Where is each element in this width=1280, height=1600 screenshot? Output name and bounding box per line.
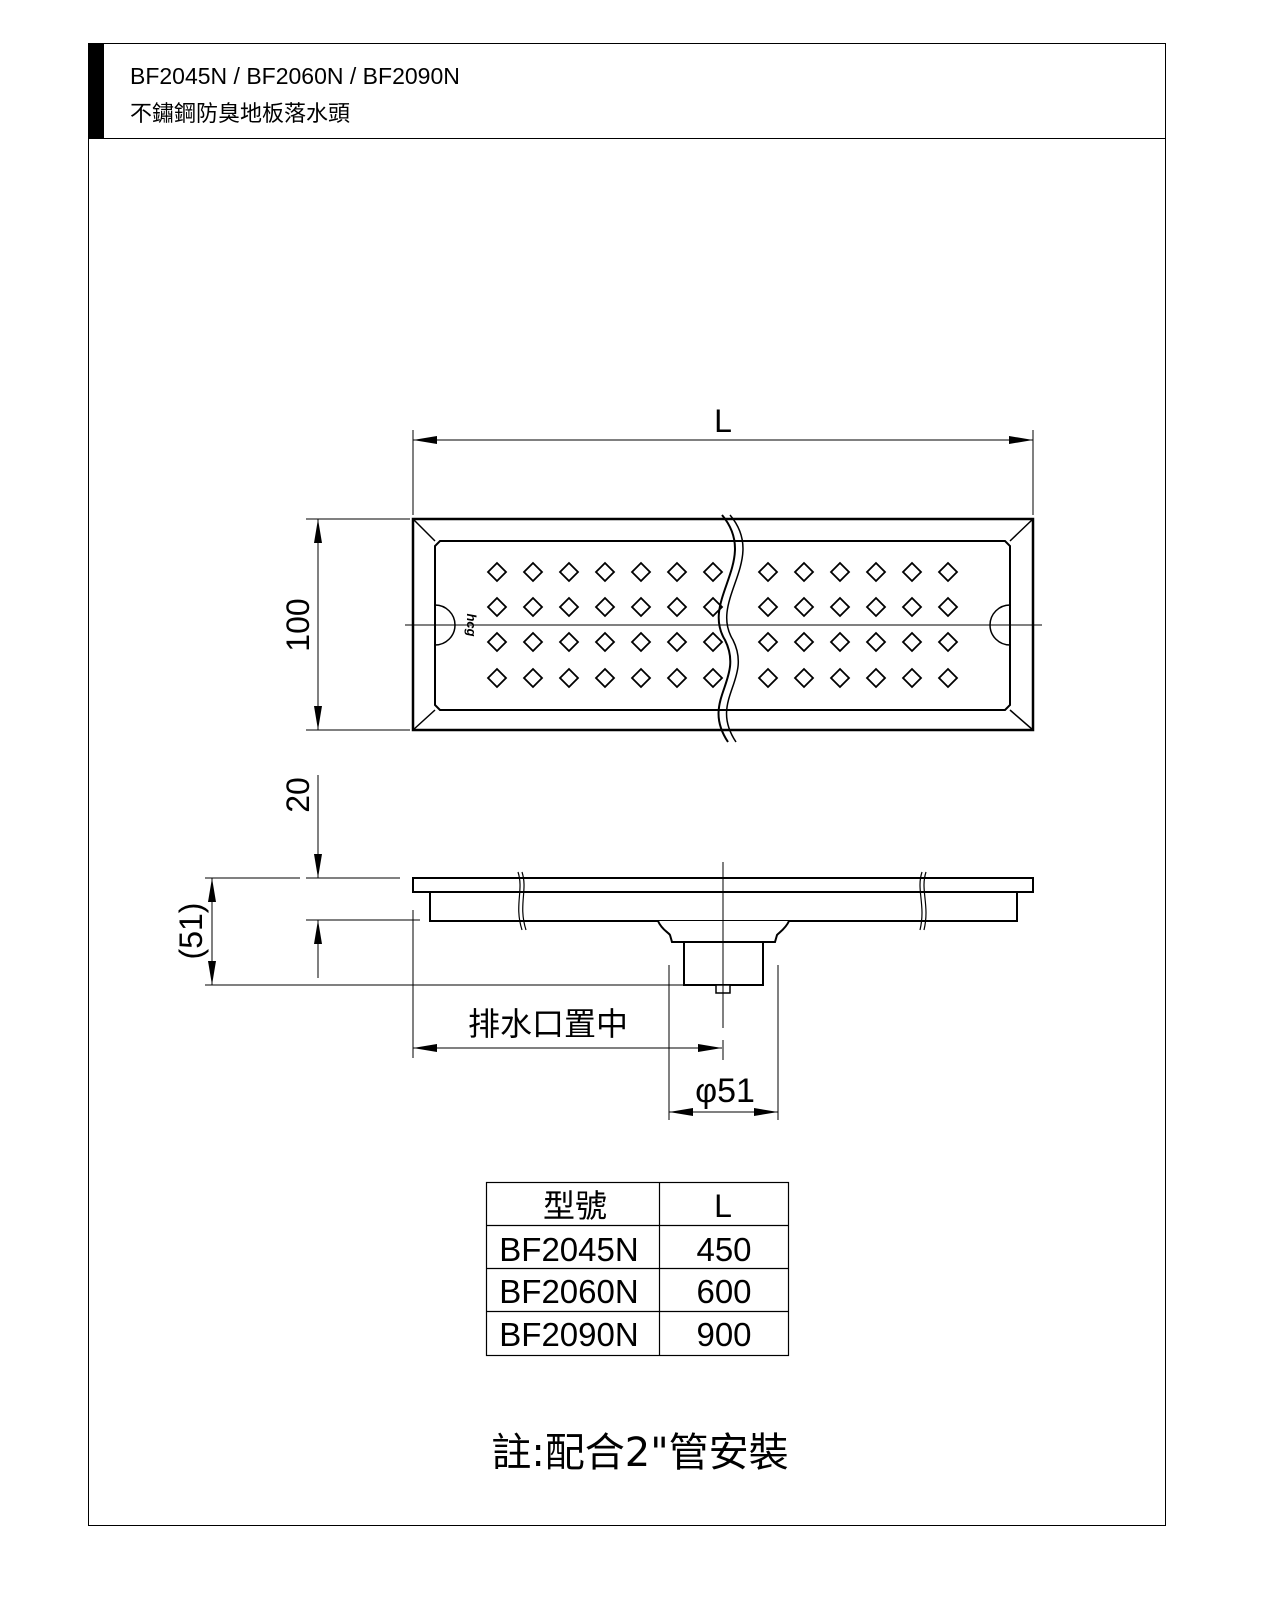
diamond-hole [486, 561, 508, 583]
diamond-hole [522, 596, 544, 618]
diamond-hole [702, 667, 724, 689]
diamond-hole [486, 631, 508, 653]
table-header-model: 型號 [543, 1187, 607, 1225]
diamond-hole [594, 631, 616, 653]
table-cell-length: 900 [696, 1316, 751, 1353]
depth-label: 20 [280, 777, 316, 813]
pipe-diameter-label: φ51 [695, 1072, 755, 1110]
table-cell-length: 600 [696, 1273, 751, 1310]
diamond-hole [702, 631, 724, 653]
diamond-hole [937, 667, 959, 689]
installation-note: 註:配合2"管安裝 [491, 1430, 788, 1476]
diamond-hole [793, 561, 815, 583]
diamond-hole [594, 561, 616, 583]
length-label: L [714, 403, 732, 439]
width-label: 100 [280, 598, 316, 651]
drain-center-label: 排水口置中 [468, 1005, 628, 1043]
sheet-frame [88, 43, 1166, 1526]
diamond-hole [666, 561, 688, 583]
depth-dimension [306, 775, 420, 978]
diamond-hole [829, 561, 851, 583]
side-view [412, 862, 1034, 1060]
diamond-hole [793, 596, 815, 618]
diamond-hole [702, 596, 724, 618]
top-view [405, 514, 1042, 743]
diamond-hole [486, 596, 508, 618]
diamond-hole [937, 631, 959, 653]
diamond-hole [757, 596, 779, 618]
diamond-hole [558, 561, 580, 583]
diamond-hole [630, 667, 652, 689]
diamond-hole [937, 561, 959, 583]
diamond-hole [522, 561, 544, 583]
diamond-hole [793, 631, 815, 653]
diamond-hole [486, 667, 508, 689]
drain-center-dimension [412, 910, 722, 1058]
diamond-hole [901, 596, 923, 618]
diamond-hole [630, 561, 652, 583]
diamond-hole [829, 596, 851, 618]
total-height-dimension [205, 877, 690, 986]
diamond-hole [558, 596, 580, 618]
diamond-hole [522, 631, 544, 653]
diamond-hole [630, 631, 652, 653]
header-product-name: 不鏽鋼防臭地板落水頭 [130, 102, 350, 127]
diamond-hole [594, 596, 616, 618]
diamond-hole [865, 596, 887, 618]
grate-diamond-holes [486, 561, 959, 689]
diamond-hole [594, 667, 616, 689]
header-accent-bar [88, 43, 104, 138]
diamond-hole [666, 596, 688, 618]
logo-hcg: hcg [464, 613, 479, 636]
diamond-hole [829, 631, 851, 653]
diamond-hole [757, 561, 779, 583]
diamond-hole [865, 561, 887, 583]
diamond-hole [666, 667, 688, 689]
diamond-hole [865, 631, 887, 653]
width-dimension [306, 518, 410, 731]
table-header-length: L [714, 1188, 732, 1224]
model-length-table [485, 1181, 790, 1357]
break-line [717, 514, 736, 743]
diamond-hole [757, 667, 779, 689]
diamond-hole [865, 667, 887, 689]
diamond-hole [757, 631, 779, 653]
table-cell-length: 450 [696, 1231, 751, 1268]
grate-inner-frame [434, 540, 1011, 711]
diamond-hole [901, 667, 923, 689]
diamond-hole [937, 596, 959, 618]
total-height-label: (51) [173, 903, 209, 960]
diamond-hole [666, 631, 688, 653]
diamond-hole [630, 596, 652, 618]
table-cell-model: BF2060N [499, 1273, 638, 1310]
diamond-hole [829, 667, 851, 689]
diamond-hole [793, 667, 815, 689]
pipe-diameter-dimension [668, 965, 779, 1120]
diamond-hole [558, 631, 580, 653]
diamond-hole [522, 667, 544, 689]
diamond-hole [901, 561, 923, 583]
length-dimension [412, 430, 1034, 515]
diamond-hole [901, 631, 923, 653]
diamond-hole [702, 561, 724, 583]
table-cell-model: BF2045N [499, 1231, 638, 1268]
diamond-hole [558, 667, 580, 689]
table-cell-model: BF2090N [499, 1316, 638, 1353]
header-models: BF2045N / BF2060N / BF2090N [130, 63, 460, 89]
